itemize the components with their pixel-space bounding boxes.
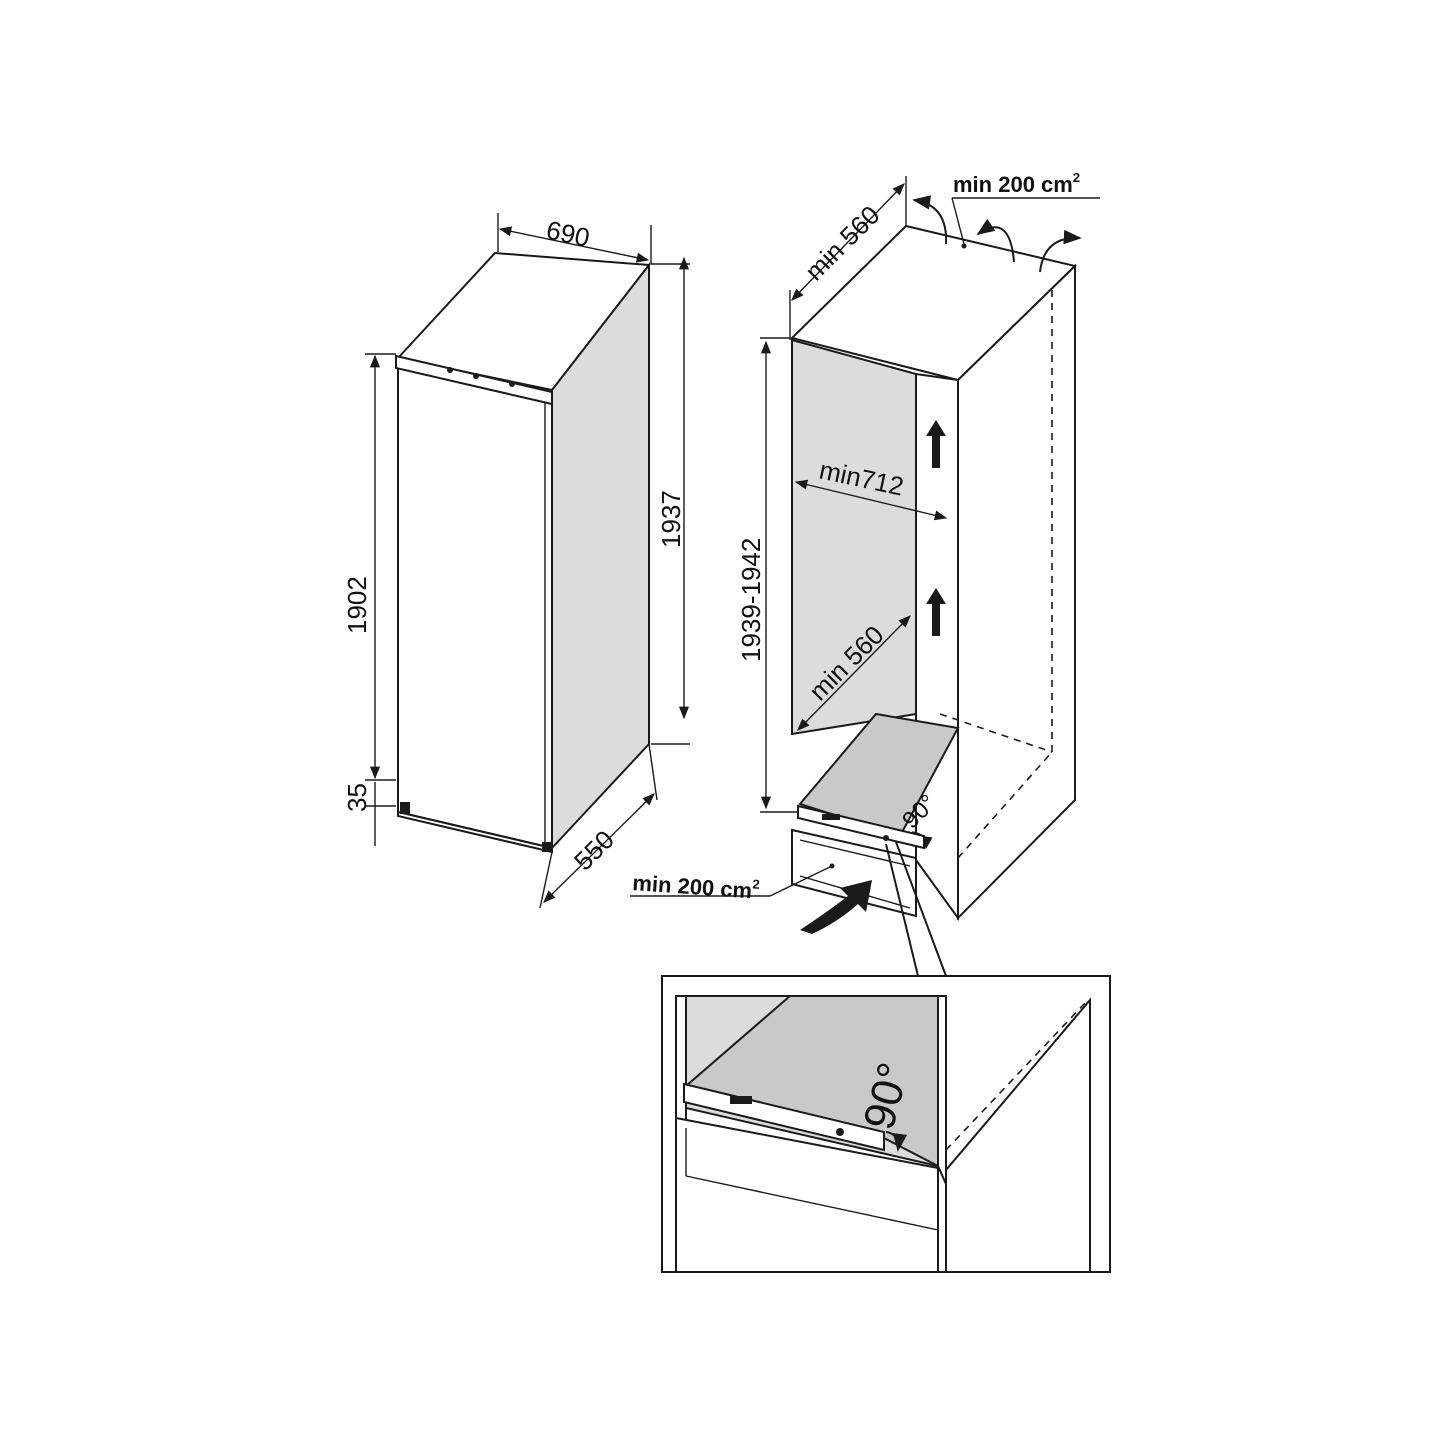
dim-depth-line	[539, 743, 658, 909]
dim-total-height-label: 1937	[656, 490, 686, 548]
appliance-drawing: 690 1937 1902 35 550	[342, 213, 690, 909]
dim-niche-top-depth-line	[789, 176, 907, 340]
dim-width-line	[497, 213, 652, 264]
bottom-vent-label: min 200 cm2	[632, 868, 761, 904]
dim-width-label: 690	[544, 215, 593, 253]
dim-inner-depth-line	[797, 615, 911, 731]
dim-depth-label: 550	[568, 824, 620, 876]
detail-callout: 90°	[661, 841, 1111, 1273]
dim-inner-width-line	[794, 479, 948, 521]
niche-drawing: min 560 1939-1942 min712 min 560 90°	[630, 176, 1100, 934]
dim-niche-height-line	[760, 337, 798, 813]
dim-niche-height-label: 1939-1942	[736, 538, 766, 662]
top-vent-label: min 200 cm2	[953, 170, 1080, 197]
dim-total-height-line	[651, 256, 690, 745]
dim-door-height-label: 1902	[342, 576, 372, 634]
dim-base-height-label: 35	[342, 783, 372, 812]
dim-door-height-line	[365, 353, 396, 846]
